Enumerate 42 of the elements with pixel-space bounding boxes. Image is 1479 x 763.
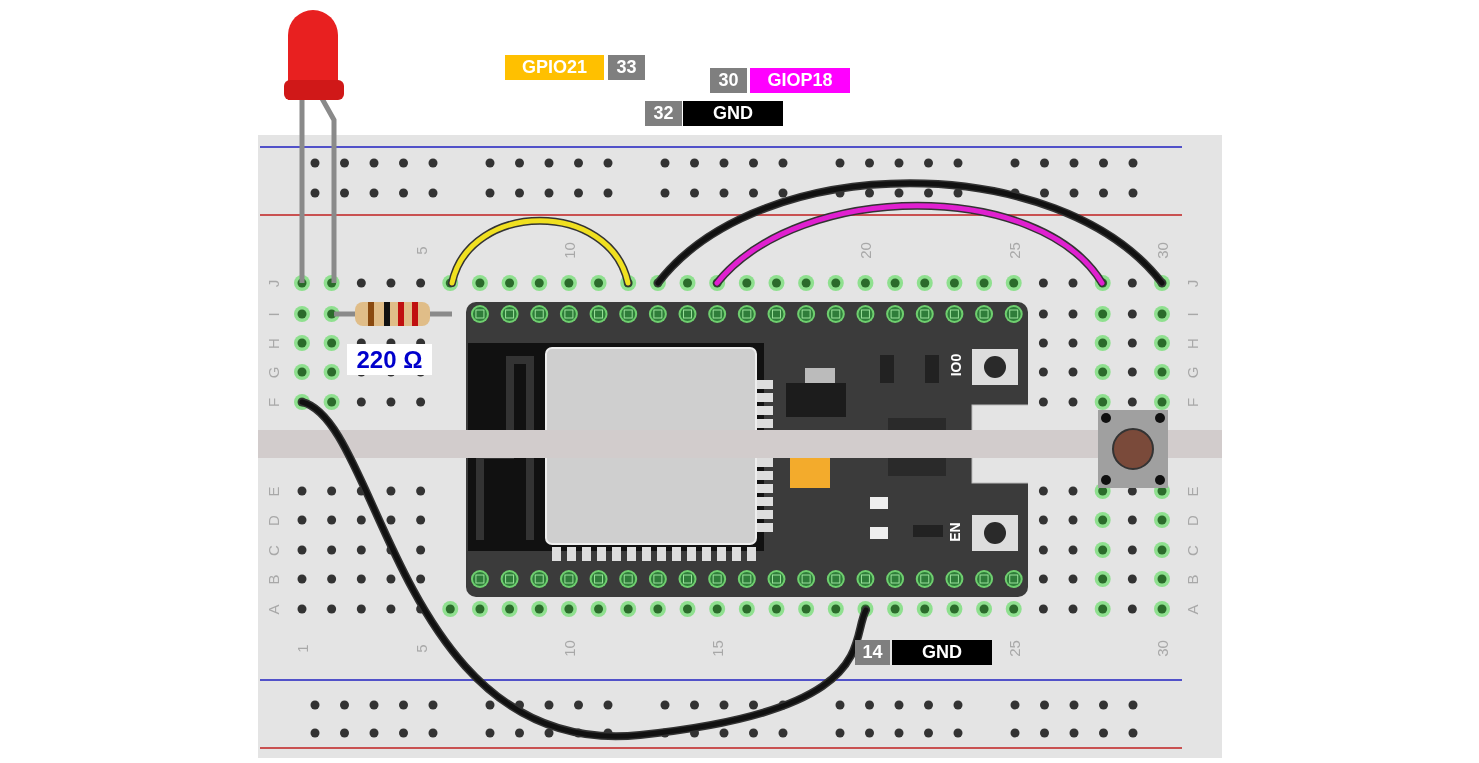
column-number: 25 [1006,241,1022,261]
row-letter: J [265,278,281,290]
pin-label: GND [892,640,992,665]
board-label: EN [947,522,962,542]
row-letter: E [265,485,281,499]
pin-label: GPIO21 [505,55,604,80]
row-letter: C [265,544,281,558]
column-number: 5 [413,643,429,655]
pin-number-label: 14 [855,640,890,665]
column-number: 10 [561,639,577,659]
row-letter: B [265,573,281,587]
column-number: 20 [857,241,873,261]
column-number: 10 [561,241,577,261]
pin-number-label: 32 [645,101,682,126]
resistance-value: 220 Ω [347,344,432,375]
column-number: 25 [1006,639,1022,659]
pin-number-label: 33 [608,55,645,80]
column-number: 30 [1154,241,1170,261]
column-number: 30 [1154,639,1170,659]
row-letter: A [265,603,281,617]
row-letter: B [1184,573,1200,587]
board-label: IO0 [949,353,964,377]
row-letter: G [265,365,281,381]
row-letter: I [265,311,281,319]
row-letter: H [1184,337,1200,351]
row-letter: G [1184,365,1200,381]
row-letter: D [1184,514,1200,528]
pin-label: GIOP18 [750,68,850,93]
row-letter: F [265,396,281,410]
column-number: 1 [294,643,310,655]
row-letter: J [1184,278,1200,290]
row-letter: C [1184,544,1200,558]
pin-label: GND [683,101,783,126]
row-letter: F [1184,396,1200,410]
column-number: 5 [413,245,429,257]
row-letter: D [265,514,281,528]
pin-number-label: 30 [710,68,747,93]
row-letter: I [1184,311,1200,319]
row-letter: E [1184,485,1200,499]
column-number: 15 [709,639,725,659]
row-letter: H [265,337,281,351]
row-letter: A [1184,603,1200,617]
